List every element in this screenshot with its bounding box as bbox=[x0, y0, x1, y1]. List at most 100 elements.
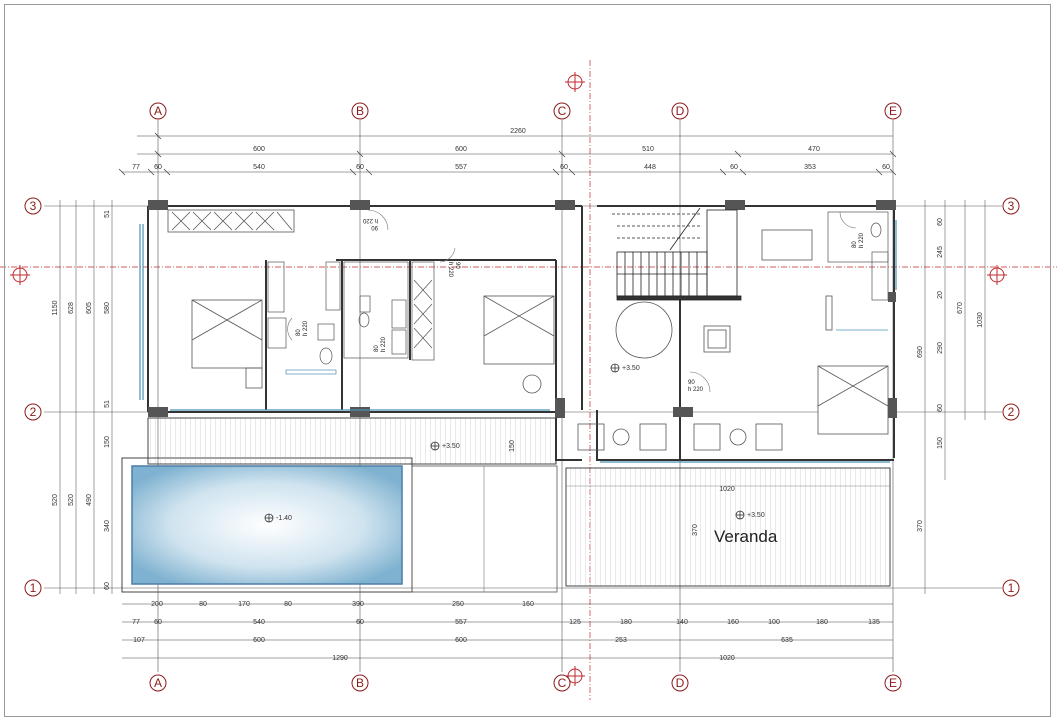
grid-label-3-right: 3 bbox=[1008, 199, 1015, 213]
bathroom-right bbox=[827, 211, 889, 331]
dim-bot-4-0: 1290 bbox=[332, 655, 348, 662]
dim-bot-1-3: 80 bbox=[284, 601, 292, 608]
dim-right-2-1: 690 bbox=[917, 346, 924, 358]
bed-middle bbox=[483, 295, 555, 394]
bathroom-middle bbox=[343, 261, 435, 361]
grid-label-a-top: A bbox=[154, 104, 162, 118]
dining-table bbox=[615, 301, 673, 359]
door-label-1: 90h 220 bbox=[362, 217, 378, 230]
level-stair-landing: +3.50 bbox=[622, 365, 640, 372]
dimension-lines bbox=[59, 135, 986, 659]
dim-veranda-width: 1020 bbox=[719, 486, 735, 493]
dim-top-2-1: 60 bbox=[154, 164, 162, 171]
dim-bot-2-1: 60 bbox=[154, 619, 162, 626]
door-swings bbox=[287, 209, 857, 393]
dim-top-2-2: 540 bbox=[253, 164, 265, 171]
dim-top-1-a: 600 bbox=[253, 146, 265, 153]
dim-top-1-c: 510 bbox=[642, 146, 654, 153]
dim-left-4-3: 150 bbox=[104, 436, 111, 448]
veranda-label: Veranda bbox=[714, 527, 778, 546]
door-label-3: 80h 220 bbox=[296, 320, 309, 336]
dim-right-3-3: 290 bbox=[937, 342, 944, 354]
dim-bot-2-2: 540 bbox=[253, 619, 265, 626]
dim-right-3-5: 150 bbox=[937, 437, 944, 449]
dim-top-1-b: 600 bbox=[455, 146, 467, 153]
dim-bot-1-1: 80 bbox=[199, 601, 207, 608]
dim-right-1-0: 1030 bbox=[977, 312, 984, 328]
grid-label-c-top: C bbox=[558, 104, 567, 118]
dim-top-2-8: 353 bbox=[804, 164, 816, 171]
dim-right-side: 370 bbox=[917, 520, 924, 532]
dim-left-2-0: 628 bbox=[68, 302, 75, 314]
dim-right-3-4: 60 bbox=[937, 404, 944, 412]
dim-left-4-4: 340 bbox=[104, 520, 111, 532]
staircase bbox=[612, 207, 742, 301]
dim-bot-4-1: 1020 bbox=[719, 655, 735, 662]
dim-bot-2-3: 60 bbox=[356, 619, 364, 626]
level-pool: -1.40 bbox=[276, 515, 292, 522]
dim-right-3-0: 60 bbox=[937, 218, 944, 226]
grid-label-c-bottom: C bbox=[558, 676, 567, 690]
grid-label-d-top: D bbox=[676, 104, 685, 118]
dim-bot-2-8: 160 bbox=[727, 619, 739, 626]
dim-left-4-1: 580 bbox=[104, 302, 111, 314]
grid-label-a-bottom: A bbox=[154, 676, 162, 690]
lounge-furniture bbox=[577, 229, 833, 451]
terrace-deck bbox=[147, 417, 557, 465]
section-marker-right-icon bbox=[987, 265, 1007, 285]
grid-label-e-bottom: E bbox=[889, 676, 897, 690]
dim-top-2-0: 77 bbox=[132, 164, 140, 171]
level-marker-icons bbox=[264, 363, 745, 523]
grid-bubbles bbox=[24, 102, 1020, 692]
dim-bot-2-0: 77 bbox=[132, 619, 140, 626]
dim-overall-top: 2260 bbox=[510, 128, 526, 135]
section-marker-top-icon bbox=[565, 72, 585, 92]
dim-bot-3-0: 107 bbox=[133, 637, 145, 644]
dim-bot-1-2: 170 bbox=[238, 601, 250, 608]
dim-bot-1-6: 160 bbox=[522, 601, 534, 608]
grid-label-e-top: E bbox=[889, 104, 897, 118]
wardrobe bbox=[167, 209, 295, 233]
section-marker-left-icon bbox=[10, 265, 30, 285]
dim-left-3-1: 490 bbox=[86, 494, 93, 506]
dim-terrace-depth: 150 bbox=[509, 440, 516, 452]
dim-top-2-6: 448 bbox=[644, 164, 656, 171]
grid-label-b-top: B bbox=[356, 104, 364, 118]
bathroom-left bbox=[267, 261, 341, 375]
grid-label-1-right: 1 bbox=[1008, 581, 1015, 595]
dim-bot-2-5: 125 bbox=[569, 619, 581, 626]
dim-bot-2-6: 180 bbox=[620, 619, 632, 626]
door-label-5: 80h 220 bbox=[852, 232, 865, 248]
dim-bot-1-5: 250 bbox=[452, 601, 464, 608]
dim-bot-2-9: 100 bbox=[768, 619, 780, 626]
dim-bot-2-10: 180 bbox=[816, 619, 828, 626]
dim-left-1-0: 1150 bbox=[52, 300, 59, 315]
dim-bot-1-0: 200 bbox=[151, 601, 163, 608]
dim-top-2-9: 60 bbox=[882, 164, 890, 171]
level-veranda: +3.50 bbox=[747, 512, 765, 519]
dim-top-2-4: 557 bbox=[455, 164, 467, 171]
dim-bot-3-1: 600 bbox=[253, 637, 265, 644]
dim-right-3-1: 245 bbox=[937, 246, 944, 258]
dim-left-4-2: 51 bbox=[104, 400, 111, 408]
grid-label-b-bottom: B bbox=[356, 676, 364, 690]
dim-left-3-0: 605 bbox=[86, 302, 93, 314]
dim-top-2-3: 60 bbox=[356, 164, 364, 171]
dim-bot-3-4: 635 bbox=[781, 637, 793, 644]
axis-lines bbox=[0, 60, 1057, 700]
door-label-4: 80h 220 bbox=[374, 336, 387, 352]
dim-left-4-5: 60 bbox=[104, 582, 111, 590]
dim-left-4-0: 51 bbox=[104, 210, 111, 218]
dim-right-2-0: 670 bbox=[957, 302, 964, 314]
bed-right bbox=[817, 365, 889, 435]
dim-right-3-2: 20 bbox=[937, 291, 944, 299]
bed-left bbox=[191, 299, 263, 389]
windows bbox=[139, 220, 897, 463]
dimension-ticks bbox=[118, 132, 897, 176]
dim-bot-2-11: 135 bbox=[868, 619, 880, 626]
columns bbox=[148, 200, 897, 418]
grid-label-1-left: 1 bbox=[30, 581, 37, 595]
pool-deck-right bbox=[411, 465, 558, 593]
